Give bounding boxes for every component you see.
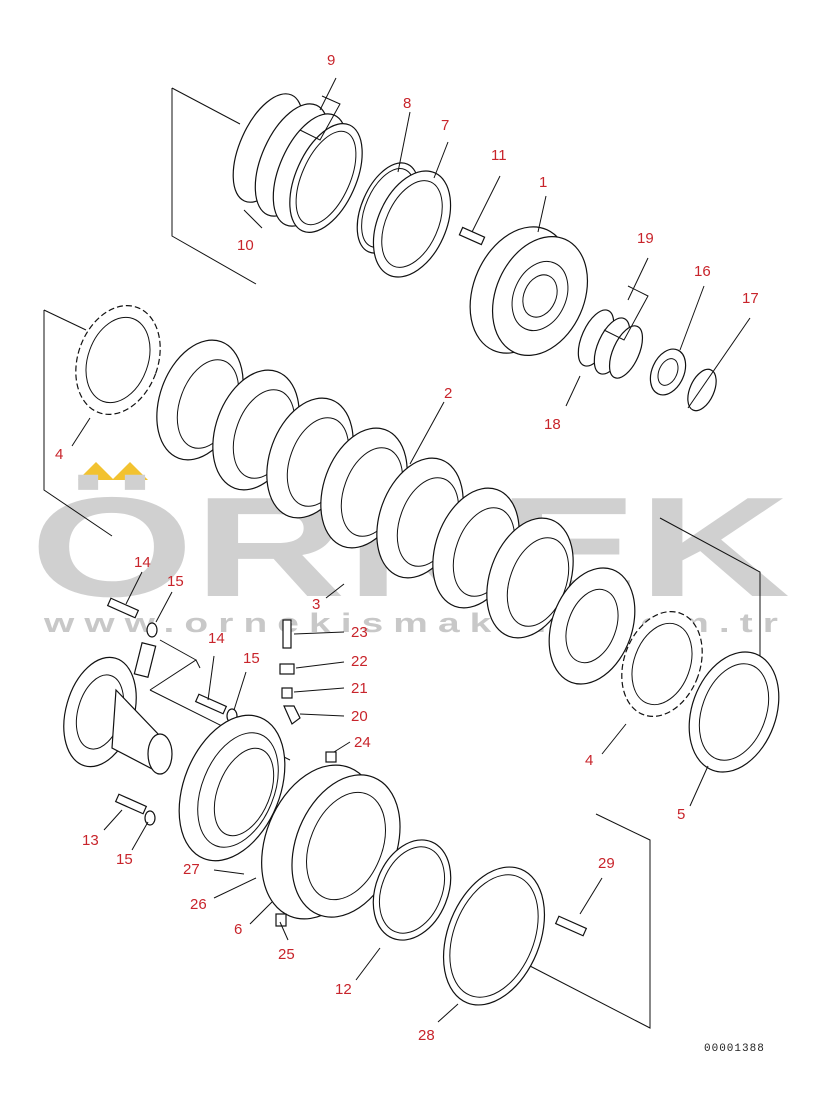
callout-15-lower: 15 <box>116 851 133 868</box>
callout-25: 25 <box>278 946 295 963</box>
callout-4-lower: 4 <box>585 752 593 769</box>
clutch-plate-stack <box>75 305 780 773</box>
callout-16: 16 <box>694 263 711 280</box>
drawing-code: 00001388 <box>704 1043 765 1055</box>
watermark-accent-right-icon <box>112 462 148 480</box>
callout-9: 9 <box>327 52 335 69</box>
callout-23: 23 <box>351 624 368 641</box>
callout-27: 27 <box>183 861 200 878</box>
callout-18: 18 <box>544 416 561 433</box>
callout-24: 24 <box>354 734 371 751</box>
callout-28: 28 <box>418 1027 435 1044</box>
seal-set-18-19 <box>577 309 644 379</box>
callout-labels: 9 8 7 11 1 19 16 17 10 18 2 4 3 14 15 14… <box>55 52 759 1044</box>
bearing-ring <box>178 714 286 862</box>
callout-11: 11 <box>491 147 507 164</box>
watermark-accent-left-icon <box>78 462 114 480</box>
callout-10: 10 <box>237 237 254 254</box>
callout-7: 7 <box>441 117 449 134</box>
callout-14-lower: 14 <box>208 630 225 647</box>
callout-6: 6 <box>234 921 242 938</box>
fittings-20-23 <box>279 619 301 725</box>
hub-shaft <box>63 656 173 775</box>
callout-2: 2 <box>444 385 452 402</box>
callout-13: 13 <box>82 832 99 849</box>
callout-19: 19 <box>637 230 654 247</box>
callout-15-middle: 15 <box>243 650 260 667</box>
seal-12 <box>372 839 452 941</box>
callout-20: 20 <box>351 708 368 725</box>
callout-29: 29 <box>598 855 615 872</box>
callout-5: 5 <box>677 806 685 823</box>
cover-28 <box>442 866 546 1006</box>
callout-15-upper: 15 <box>167 573 184 590</box>
carrier-1 <box>469 226 589 356</box>
callout-26: 26 <box>190 896 207 913</box>
bolt-29 <box>554 915 588 937</box>
callout-14-upper: 14 <box>134 554 151 571</box>
callout-22: 22 <box>351 653 368 670</box>
housing-6 <box>261 751 401 927</box>
pin-11 <box>458 226 486 246</box>
callout-8: 8 <box>403 95 411 112</box>
leader-lines <box>71 77 751 1023</box>
callout-17: 17 <box>742 290 759 307</box>
callout-12: 12 <box>335 981 352 998</box>
callout-1: 1 <box>539 174 547 191</box>
fasteners-left <box>106 597 238 826</box>
callout-4-upper: 4 <box>55 446 63 463</box>
ring-set-9-10 <box>232 93 363 233</box>
callout-3: 3 <box>312 596 320 613</box>
ring-7 <box>372 170 452 278</box>
snap-ring-17 <box>687 368 717 412</box>
callout-21: 21 <box>351 680 368 697</box>
nut-16 <box>649 348 687 396</box>
